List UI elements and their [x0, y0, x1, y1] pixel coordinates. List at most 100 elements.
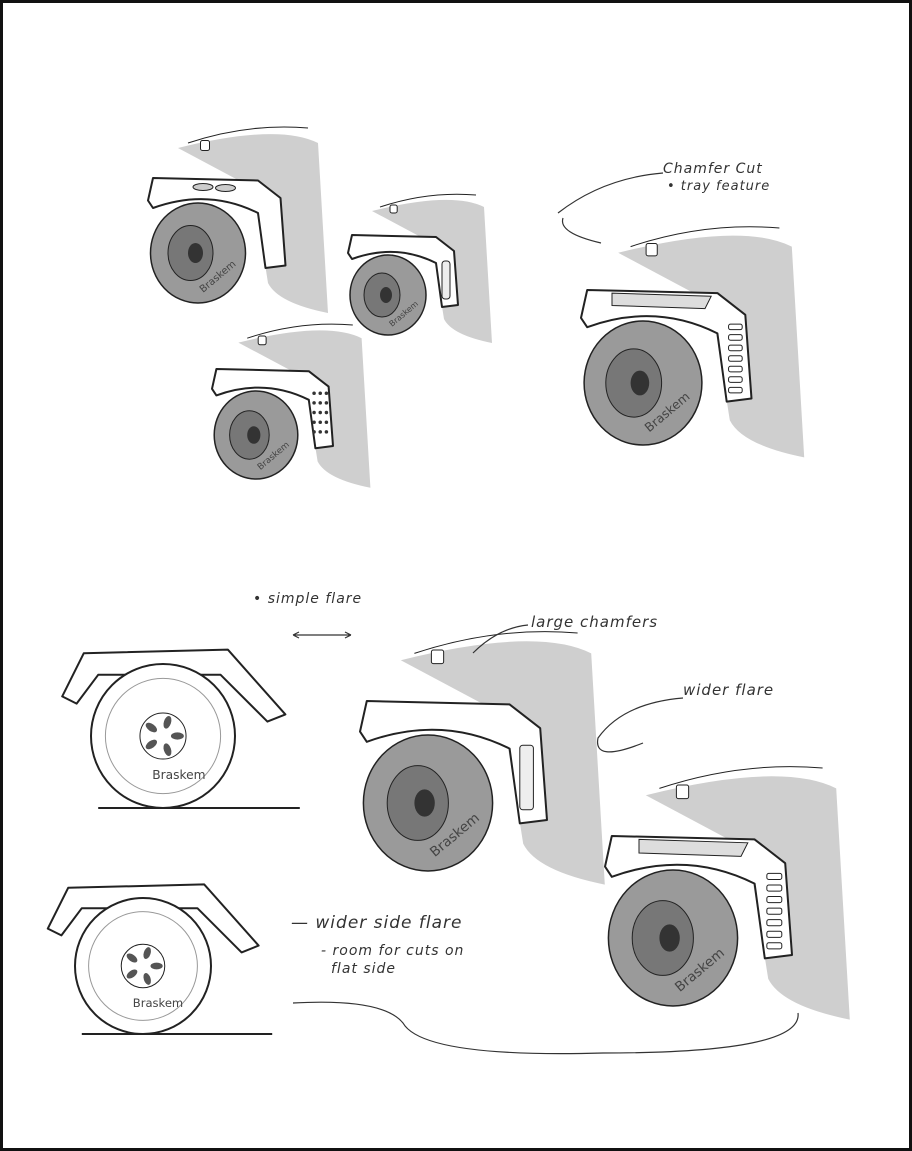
leader-line-chamfer-tray	[561, 217, 602, 244]
tire-brand-text: Braskem	[133, 996, 183, 1010]
note-wider-flare: wider flare	[683, 681, 775, 699]
fuel-door-icon	[389, 204, 398, 214]
vent-slot	[728, 376, 743, 383]
note-tray-feature: • tray feature	[667, 179, 771, 194]
hub-center	[380, 287, 392, 303]
body-line	[187, 126, 309, 144]
note-wider-side-flare: — wider side flare	[291, 913, 463, 933]
fender-flare	[580, 289, 753, 403]
fuel-door-icon	[200, 140, 210, 151]
vent-hole	[312, 391, 316, 395]
vent-slot	[728, 334, 743, 341]
lug-nut	[143, 947, 151, 959]
vent-hole	[318, 401, 322, 405]
body-shadow	[178, 134, 328, 313]
leader-line-wider-flare	[596, 697, 684, 753]
fender-flare	[359, 700, 548, 825]
body-line	[379, 193, 477, 208]
vent-hole	[324, 430, 329, 434]
hub-center	[659, 924, 680, 952]
vent-hole	[324, 391, 329, 395]
vent-hole	[312, 410, 316, 415]
side-slot	[441, 260, 451, 300]
side-view-simple-flare: Braskem	[61, 648, 300, 809]
lug-nut	[163, 716, 172, 729]
fender-flare	[147, 177, 287, 269]
vent-slot	[766, 919, 783, 927]
fuel-door-icon	[430, 649, 445, 665]
concept-sketch-slot: Braskem	[347, 193, 492, 343]
lug-nut	[145, 722, 158, 733]
vent-hole	[318, 420, 322, 424]
lug-nut	[145, 739, 158, 750]
vent-hole	[324, 401, 329, 405]
vent-slot	[766, 942, 783, 950]
fender-flare	[604, 835, 793, 960]
side-view-wider-side-flare: Braskem	[46, 883, 273, 1035]
vent-slot	[766, 907, 783, 915]
note-large-chamfers: large chamfers	[531, 613, 659, 631]
body-line	[247, 323, 353, 339]
side-flare	[46, 883, 260, 954]
tire-sidewall	[104, 677, 222, 795]
leader-line-chamfer	[557, 172, 664, 214]
body-shadow	[618, 235, 805, 458]
vent-hole	[318, 430, 322, 434]
vent-hole	[324, 410, 329, 415]
concept-sketch-wider-flare: Braskem	[604, 766, 850, 1020]
concept-sketch-chamfer-cut: Braskem	[580, 226, 805, 458]
lug-nut	[126, 969, 138, 979]
fender-flare	[211, 368, 334, 450]
leader-line-large-chamfers	[472, 624, 529, 654]
vent-hole	[318, 391, 322, 395]
vent-slot	[728, 344, 743, 352]
tray-feature	[611, 292, 712, 310]
fuel-door-icon	[257, 335, 267, 346]
lug-nut	[126, 953, 138, 963]
leader-line-wider-side-flare	[292, 1001, 799, 1055]
vent-slot	[766, 872, 783, 881]
body-shadow	[238, 330, 371, 488]
vent-slot	[766, 896, 783, 904]
vent-slot	[728, 355, 743, 362]
side-slot	[519, 744, 534, 811]
hub-center	[247, 426, 261, 444]
concept-sketch-large-chamfers: Braskem	[359, 631, 605, 885]
body-shadow	[400, 641, 605, 885]
vent-hole	[318, 410, 322, 415]
fuel-door-icon	[645, 243, 658, 257]
note-chamfer-cut: Chamfer Cut	[663, 161, 763, 177]
hub-center	[414, 789, 435, 817]
fender-flare	[347, 234, 459, 308]
hub-center	[630, 370, 650, 396]
light-icon	[192, 183, 214, 191]
body-line	[659, 766, 823, 789]
hub-center	[188, 243, 203, 263]
body-line	[630, 226, 780, 248]
light-icon	[215, 184, 236, 192]
vent-slot	[766, 884, 783, 892]
vent-hole	[312, 401, 316, 405]
note-room-for-cuts: - room for cuts on	[321, 943, 465, 959]
concept-sketch-dots: Braskem	[211, 323, 371, 488]
tire-brand-text: Braskem	[152, 768, 205, 782]
lug-nut	[163, 743, 172, 756]
vent-slot	[728, 365, 743, 373]
lug-nut	[143, 973, 151, 985]
vent-hole	[324, 420, 329, 424]
tray-feature	[638, 838, 749, 857]
vent-slot	[766, 930, 783, 938]
sketch-canvas: BraskemBraskemBraskemBraskemBraskemBrask…	[46, 126, 850, 1055]
side-flare	[61, 648, 287, 723]
note-flat-side: flat side	[331, 961, 397, 977]
body-shadow	[372, 199, 492, 343]
lug-nut	[170, 732, 184, 740]
note-simple-flare: • simple flare	[253, 591, 363, 607]
body-shadow	[645, 776, 850, 1020]
lug-nut	[150, 962, 163, 970]
vent-hole	[312, 430, 316, 434]
fuel-door-icon	[675, 784, 690, 800]
tire-sidewall	[88, 911, 198, 1021]
vent-slot	[728, 386, 743, 394]
